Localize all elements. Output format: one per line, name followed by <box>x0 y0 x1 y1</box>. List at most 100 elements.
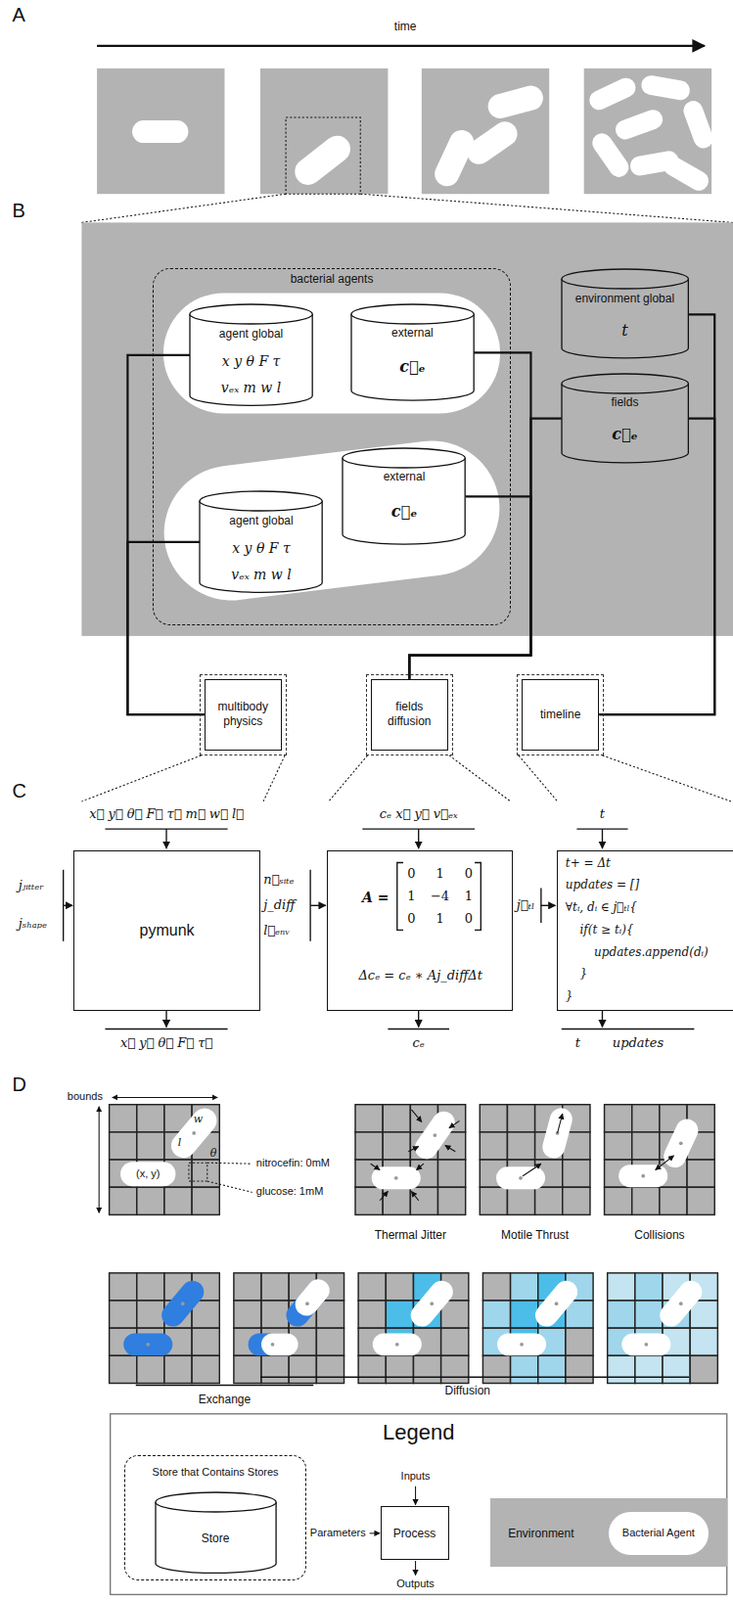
grid-cell <box>109 1104 138 1133</box>
grid-cell <box>109 1132 138 1160</box>
grid-cell <box>382 1104 411 1133</box>
node-text: ∀tᵢ, dᵢ ∈ j⃗ₜₗ{ <box>565 900 638 915</box>
label: nitrocefin: 0mM <box>256 1157 330 1171</box>
grid-cell <box>510 1300 539 1329</box>
grid-cell <box>137 1273 165 1301</box>
label: j⃗ₜₗ <box>516 897 535 914</box>
bacterium <box>640 74 692 102</box>
node-text: environment global <box>561 290 688 305</box>
label: Thermal Jitter <box>374 1228 447 1242</box>
connector <box>127 542 204 715</box>
output-bar <box>104 1028 228 1030</box>
label: Parameters <box>310 1526 367 1540</box>
node-text: updates.append(dᵢ) <box>594 945 709 960</box>
group-bracket <box>260 1375 689 1378</box>
grid-cell <box>358 1300 386 1329</box>
grid-cell <box>538 1355 566 1383</box>
center-dot <box>641 1174 645 1179</box>
label: A <box>12 2 26 27</box>
node-text: updates = [] <box>565 877 640 892</box>
grid-cell <box>441 1355 469 1383</box>
label: (x, y) <box>136 1167 160 1181</box>
bacterium <box>406 1276 458 1331</box>
grid-cell <box>565 1328 594 1356</box>
grid-cell <box>604 1104 633 1133</box>
bacterium <box>540 1105 576 1161</box>
grid-cell <box>562 1187 591 1215</box>
label: Motile Thrust <box>501 1228 569 1242</box>
grid-cell <box>164 1187 192 1215</box>
bacterium <box>120 1161 176 1187</box>
line <box>417 828 419 849</box>
grid-cell <box>632 1132 660 1160</box>
center-dot <box>394 1176 399 1181</box>
grid-cell <box>137 1300 165 1329</box>
jitter-arrow <box>416 1163 424 1170</box>
store-cylinder: agent globalx y θ F τvₑₓ m w l <box>199 491 322 594</box>
node-text: Δcₑ = cₑ ∗ Aj_diffΔt <box>358 967 483 984</box>
grid-cell <box>233 1355 262 1383</box>
cylinder-top <box>199 491 322 511</box>
bacterium <box>588 129 633 181</box>
cylinder-top <box>351 304 474 324</box>
time-arrow <box>96 45 705 47</box>
legend-text: Environment <box>507 1526 574 1541</box>
cylinder-body <box>155 1502 276 1573</box>
label: Inputs <box>401 1470 431 1484</box>
cylinder-top <box>189 304 313 324</box>
node-text: 0 <box>464 866 473 882</box>
grid-cell <box>137 1355 165 1383</box>
line <box>417 1010 419 1028</box>
grid-cell <box>233 1300 262 1329</box>
time-frame <box>421 68 550 194</box>
sample-site <box>188 1162 208 1182</box>
grid-cell <box>358 1355 386 1383</box>
thrust-arrow <box>557 1113 563 1134</box>
time-frame <box>96 68 225 194</box>
bacterium <box>659 152 712 194</box>
grid-cell <box>355 1187 383 1215</box>
node-text: bacterial agents <box>153 272 509 286</box>
node-text: vₑₓ m w l <box>189 379 313 397</box>
node-text: } <box>579 966 588 981</box>
cylinder-body <box>351 314 474 401</box>
label: B <box>12 198 26 223</box>
grid-cell <box>191 1187 220 1215</box>
center-dot <box>145 1342 150 1347</box>
grid-cell <box>479 1104 507 1133</box>
grid-cell <box>510 1355 539 1383</box>
jitter-arrow <box>449 1120 459 1128</box>
cylinder-outline <box>560 268 689 361</box>
cylinder-body <box>189 314 313 406</box>
node-text: c⃗ₑ <box>342 502 465 521</box>
node-text: A = <box>362 888 389 906</box>
grid-cell <box>535 1187 563 1215</box>
illustration-group <box>63 45 733 1595</box>
node-text: −4 <box>430 888 450 905</box>
group-bracket <box>136 1384 315 1387</box>
line <box>601 828 603 849</box>
node-text: 0 <box>407 866 415 882</box>
process-box: t+ = Δtupdates = []∀tᵢ, dᵢ ∈ j⃗ₜₗ{if(t ≥… <box>556 850 733 1011</box>
grid-cell <box>355 1104 383 1133</box>
store-cylinder: agent globalx y θ F τvₑₓ m w l <box>189 304 313 407</box>
center-dot <box>679 1301 684 1306</box>
jitter-arrow <box>411 1109 421 1123</box>
bacterium <box>659 1115 702 1172</box>
zoom-box <box>285 117 361 194</box>
store-cylinder: externalc⃗ₑ <box>351 304 474 402</box>
node-text: external <box>351 325 474 340</box>
legend-frame <box>110 1414 728 1596</box>
grid-cell <box>687 1187 715 1215</box>
center-dot <box>433 1133 438 1138</box>
node-text: 1 <box>435 911 444 927</box>
node-text: t <box>561 320 688 340</box>
grid-cell <box>410 1187 438 1215</box>
center-dot <box>643 1342 648 1347</box>
store-group: bacterial agents agent globalx y θ F τvₑₓ… <box>152 268 510 626</box>
output-bar <box>387 1028 450 1030</box>
zoom-line <box>81 755 201 802</box>
bacterial-agent <box>163 292 501 413</box>
node-text: vₑₓ m w l <box>199 566 322 584</box>
